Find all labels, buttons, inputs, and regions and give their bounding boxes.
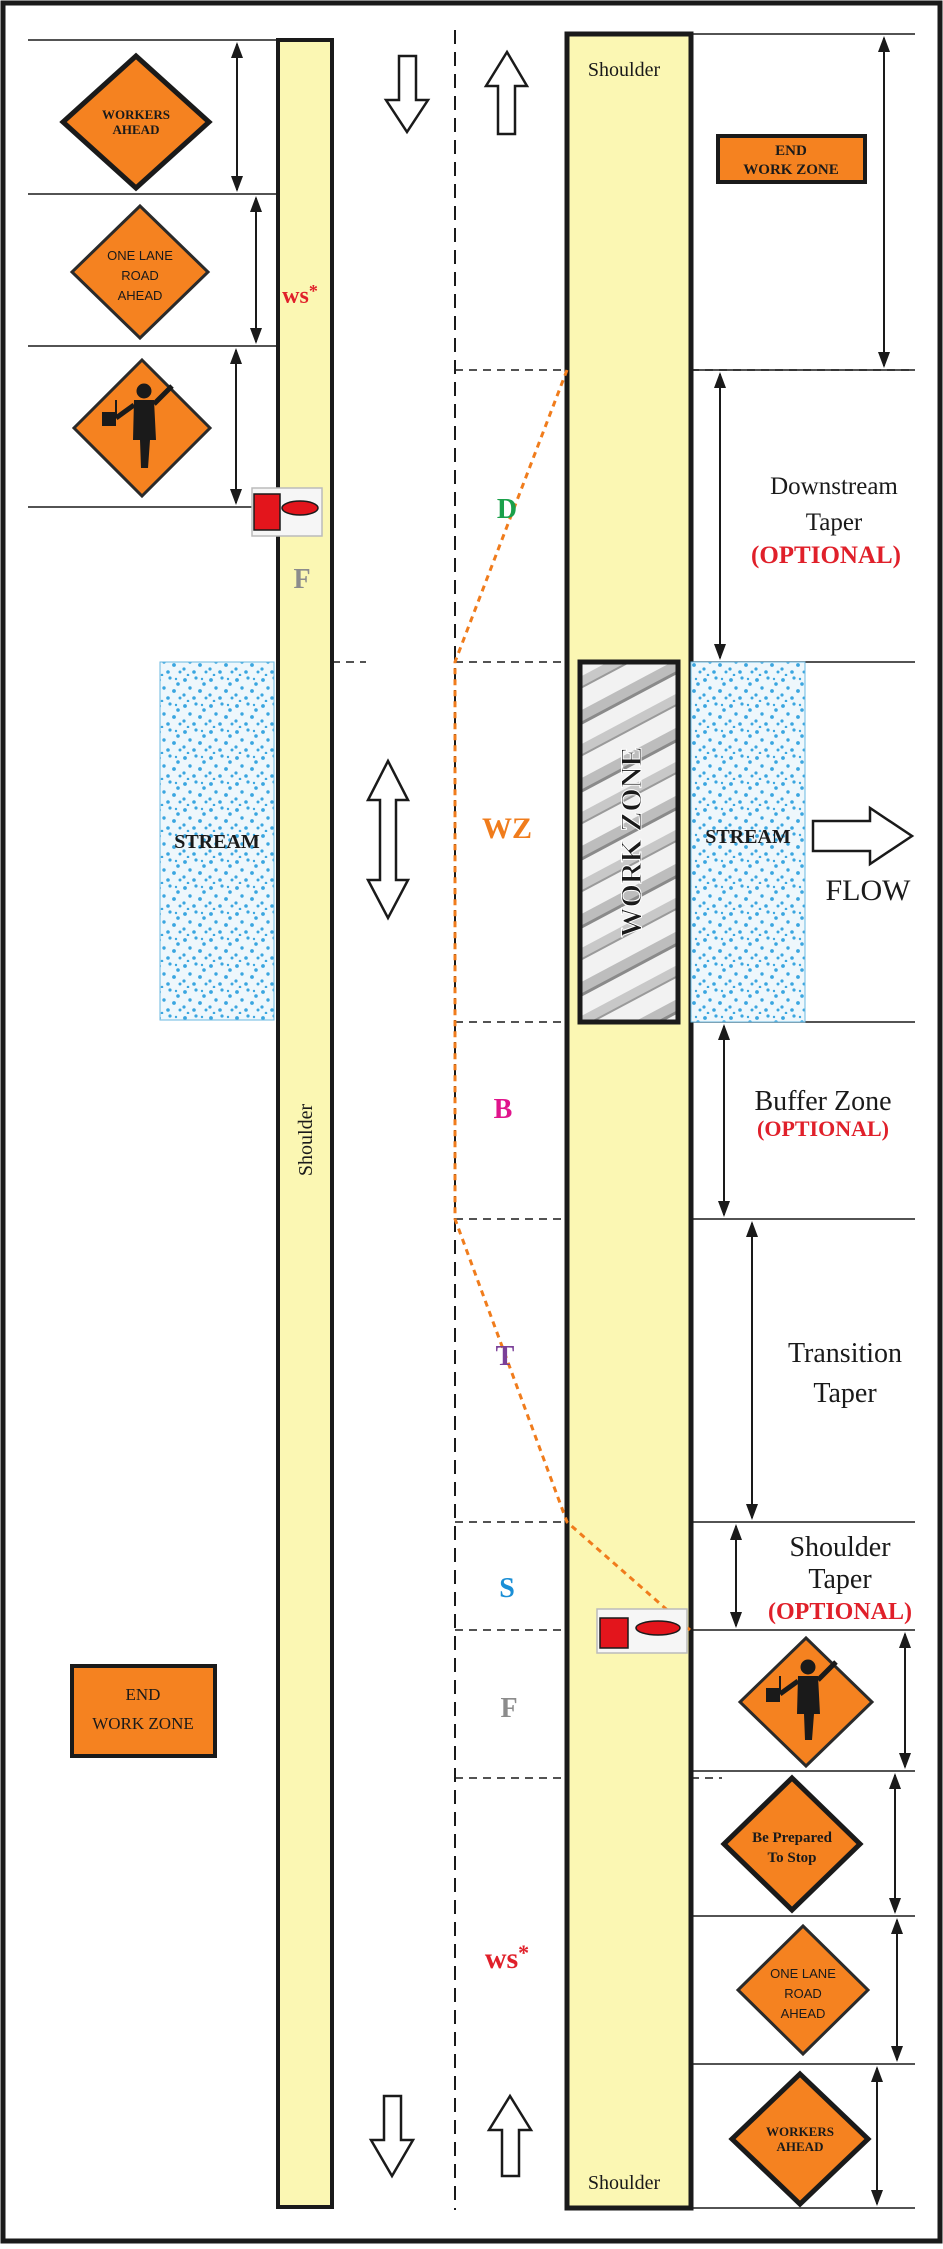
left-boundaries — [28, 39, 278, 508]
zone-ws-left: ws* — [282, 281, 318, 309]
zone-f-left: F — [293, 564, 310, 595]
flagger-sign-right — [737, 1635, 875, 1769]
shoulder-taper-optional: (OPTIONAL) — [768, 1599, 912, 1625]
flagger-station-icon-right — [596, 1608, 688, 1654]
shoulder-right-bottom-label: Shoulder — [588, 2172, 661, 2194]
shoulder-left — [276, 38, 334, 2209]
zone-f-right: F — [500, 1693, 517, 1724]
double-arrow-icon — [365, 758, 411, 921]
workers-ahead-sign-left: WORKERS AHEAD — [59, 52, 213, 192]
stream-left-label: STREAM — [174, 831, 260, 853]
zone-ws-right: ws* — [485, 1940, 529, 1975]
stream-left — [159, 661, 275, 1021]
flow-label: FLOW — [826, 874, 912, 907]
work-zone-label: WORK ZONE — [615, 747, 648, 938]
workers-ahead-sign-right: WORKERS AHEAD — [728, 2070, 872, 2208]
svg-text:WORKERS: WORKERS — [102, 107, 170, 122]
stream-right-label: STREAM — [705, 826, 791, 848]
svg-text:ROAD: ROAD — [121, 268, 159, 283]
zone-wz: WZ — [482, 812, 532, 845]
end-work-zone-sign-top: END WORK ZONE — [716, 134, 867, 184]
buffer-zone-optional: (OPTIONAL) — [757, 1116, 889, 1141]
svg-text:WORK ZONE: WORK ZONE — [92, 1714, 194, 1733]
zone-b: B — [494, 1094, 513, 1125]
downstream-taper-line1: Downstream — [770, 473, 898, 500]
taper-line — [453, 369, 691, 1632]
down-arrow-icon-bottom — [368, 2094, 416, 2179]
stream-right — [690, 661, 806, 1023]
svg-text:AHEAD: AHEAD — [781, 2006, 826, 2021]
down-arrow-icon-top — [383, 54, 431, 135]
svg-text:ONE LANE: ONE LANE — [107, 248, 173, 263]
flagger-sign-left — [71, 357, 213, 499]
zone-d: D — [497, 494, 517, 525]
shoulder-right — [564, 31, 694, 2211]
flagger-icon — [766, 1659, 838, 1740]
downstream-taper-line2: Taper — [806, 509, 863, 536]
work-zone-box — [577, 659, 681, 1025]
zone-s: S — [499, 1573, 515, 1604]
buffer-zone-label: Buffer Zone — [754, 1086, 891, 1117]
shoulder-right-top-label: Shoulder — [588, 59, 661, 81]
flow-arrow-icon — [811, 805, 915, 867]
shoulder-left-label: Shoulder — [295, 1104, 317, 1177]
svg-text:ONE LANE: ONE LANE — [770, 1966, 836, 1981]
one-lane-road-ahead-sign-right: ONE LANE ROAD AHEAD — [730, 1920, 871, 2060]
up-arrow-icon-top — [483, 49, 530, 136]
flagger-icon — [102, 383, 174, 468]
zone-t: T — [496, 1341, 515, 1372]
end-work-zone-sign-bottom: END WORK ZONE — [70, 1664, 217, 1758]
up-arrow-icon-bottom — [486, 2093, 534, 2178]
dimension-arrows — [230, 36, 911, 2206]
svg-text:Be Prepared: Be Prepared — [752, 1830, 833, 1846]
svg-text:WORKERS: WORKERS — [766, 2124, 834, 2139]
svg-text:WORK ZONE: WORK ZONE — [743, 162, 838, 178]
svg-text:AHEAD: AHEAD — [777, 2139, 824, 2154]
shoulder-taper-line2: Taper — [808, 1564, 872, 1595]
downstream-taper-optional: (OPTIONAL) — [751, 542, 901, 569]
svg-text:END: END — [126, 1685, 161, 1704]
svg-text:To Stop: To Stop — [767, 1850, 816, 1866]
svg-text:AHEAD: AHEAD — [113, 122, 160, 137]
svg-text:END: END — [775, 143, 807, 159]
svg-text:ROAD: ROAD — [784, 1986, 822, 2001]
shoulder-taper-line1: Shoulder — [789, 1532, 891, 1563]
one-lane-road-ahead-sign-left: ONE LANE ROAD AHEAD — [69, 200, 211, 342]
be-prepared-to-stop-sign: Be Prepared To Stop — [720, 1774, 864, 1914]
transition-taper-line2: Taper — [813, 1378, 877, 1409]
svg-text:AHEAD: AHEAD — [118, 288, 163, 303]
transition-taper-line1: Transition — [788, 1338, 902, 1369]
flagger-station-icon-left — [251, 487, 323, 537]
